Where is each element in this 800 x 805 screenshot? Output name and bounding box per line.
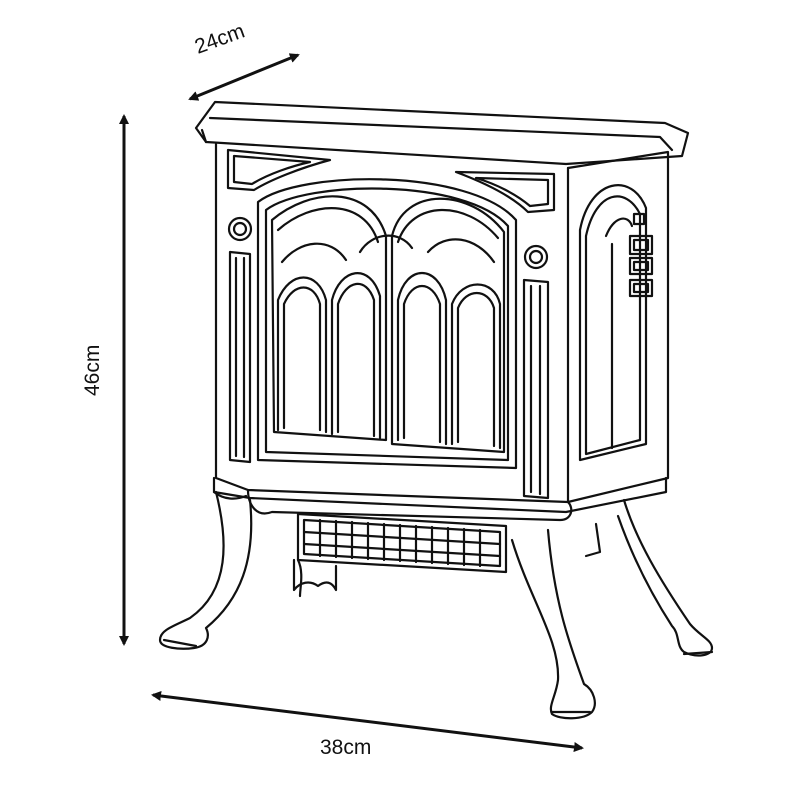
height-label: 46cm bbox=[81, 344, 104, 396]
width-arrow bbox=[151, 691, 584, 752]
fireplace-heater-illustration bbox=[158, 100, 714, 720]
width-label: 38cm bbox=[320, 736, 372, 759]
depth-arrow bbox=[188, 53, 300, 101]
